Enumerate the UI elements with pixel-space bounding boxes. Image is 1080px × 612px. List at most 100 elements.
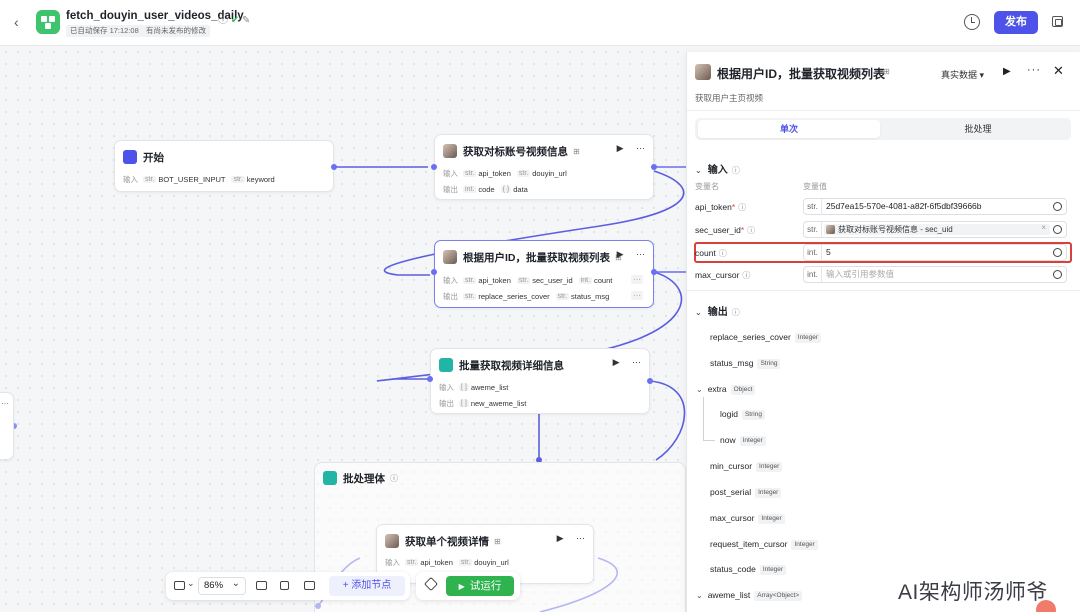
chevron-down-icon: ⌄	[696, 385, 703, 394]
more-outputs-chip[interactable]: ···	[631, 291, 643, 300]
node-get-target-video-info[interactable]: 获取对标账号视频信息 ⊞ ▶ ··· 输入 str.api_token str.…	[434, 134, 654, 200]
run-node-icon[interactable]: ▶	[616, 249, 624, 259]
var-label-sec-user-id: sec_user_id*ⓘ	[695, 225, 756, 235]
input-placeholder: 输入或引用参数值	[826, 269, 895, 279]
more-icon[interactable]: ···	[1027, 64, 1041, 76]
param-api-token: str.api_token	[463, 276, 511, 285]
tab-single[interactable]: 单次	[698, 120, 880, 138]
edit-icon[interactable]: ✎	[241, 15, 251, 26]
test-run-button[interactable]: ▶试运行	[446, 576, 514, 596]
fit-view-icon[interactable]	[304, 581, 315, 590]
node-batch-get-video-list[interactable]: 根据用户ID，批量获取视频列表 ⊞ ▶ ··· 输入 str.api_token…	[434, 240, 654, 308]
tree-connector	[703, 397, 715, 441]
count-input[interactable]: int. 5	[803, 244, 1067, 261]
node-input-port[interactable]	[427, 376, 433, 382]
batch-icon	[323, 471, 337, 485]
node-input-port[interactable]	[431, 164, 437, 170]
input-value: 5	[826, 247, 831, 257]
add-node-button[interactable]: + 添加节点	[329, 576, 405, 596]
more-icon[interactable]: ···	[576, 533, 585, 543]
api-token-input[interactable]: str. 25d7ea15-570e-4081-a82f-6f5dbf39666…	[803, 198, 1067, 215]
more-icon[interactable]: ···	[636, 143, 645, 153]
debug-icon[interactable]	[423, 576, 439, 592]
var-label-api-token: api_token*ⓘ	[695, 202, 747, 212]
node-input-port[interactable]	[431, 269, 437, 275]
back-icon[interactable]: ‹	[14, 14, 19, 30]
publish-button[interactable]: 发布	[994, 11, 1038, 34]
run-node-icon[interactable]: ▶	[1003, 66, 1011, 77]
info-icon[interactable]: ⓘ	[742, 271, 751, 280]
run-node-icon[interactable]: ▶	[612, 357, 620, 367]
node-batch-get-video-details[interactable]: 批量获取视频详细信息 ▶ ··· 输入 [ ]aweme_list 输出 [ ]…	[430, 348, 650, 414]
variable-ref-icon[interactable]	[1053, 225, 1062, 234]
node-output-port[interactable]	[647, 378, 653, 384]
node-get-single-video-detail[interactable]: 获取单个视频详情 ⊞ ▶ ··· 输入 str.api_token str.do…	[376, 524, 594, 584]
copy-icon[interactable]	[1052, 16, 1063, 27]
more-icon[interactable]: ···	[632, 357, 641, 367]
panel-title: 根据用户ID，批量获取视频列表	[717, 67, 886, 81]
info-icon[interactable]: ⓘ	[731, 308, 740, 317]
param-status-msg: str.status_msg	[555, 292, 610, 301]
run-node-icon[interactable]: ▶	[616, 143, 624, 153]
max-cursor-input[interactable]: int. 输入或引用参数值	[803, 266, 1067, 283]
node-output-port[interactable]	[651, 269, 657, 275]
plugin-avatar-icon	[385, 534, 399, 548]
more-icon[interactable]: ···	[1, 399, 9, 408]
param-keyword: str.keyword	[231, 175, 275, 184]
edge-junction-dot	[536, 457, 542, 463]
variable-reference-chip[interactable]: 获取对标账号视频信息 - sec_uid	[824, 224, 1050, 235]
offscreen-node[interactable]: ···	[0, 392, 14, 460]
param-new-aweme-list: [ ]new_aweme_list	[459, 399, 527, 408]
edge-detail-out	[649, 380, 686, 461]
node-inputs: 输入 str.api_token str.douyin_url	[443, 168, 573, 179]
node-outputs: 输出 str.replace_series_cover str.status_m…	[443, 291, 615, 302]
more-icon[interactable]: ···	[636, 249, 645, 259]
info-icon[interactable]: ⓘ	[718, 249, 727, 258]
zoom-select[interactable]: 86%	[198, 576, 246, 595]
node-inputs: 输入 str.api_token str.sec_user_id int.cou…	[443, 275, 618, 286]
comment-icon[interactable]	[256, 581, 267, 590]
sec-user-id-input[interactable]: str. 获取对标账号视频信息 - sec_uid ×	[803, 221, 1067, 238]
variable-ref-icon[interactable]	[1053, 248, 1062, 257]
clear-icon[interactable]: ×	[1041, 223, 1046, 232]
node-output-port[interactable]	[651, 164, 657, 170]
info-icon[interactable]: ⓘ	[218, 15, 228, 26]
workflow-canvas[interactable]: ··· 开始 输入 str.BOT_USER_INPUT str.keyword…	[0, 46, 686, 612]
run-node-icon[interactable]: ▶	[556, 533, 564, 543]
grid-layout-icon[interactable]	[280, 581, 289, 590]
close-icon[interactable]: ✕	[1053, 63, 1064, 78]
minimap-icon[interactable]	[174, 581, 185, 590]
output-label: 输出	[439, 399, 454, 408]
start-icon	[123, 150, 137, 164]
info-icon[interactable]: ⓘ	[390, 473, 398, 483]
chevron-down-icon: ⌄	[696, 591, 703, 600]
tab-batch[interactable]: 批处理	[964, 124, 992, 134]
more-inputs-chip[interactable]: ···	[631, 275, 643, 284]
node-title: 获取对标账号视频信息	[463, 145, 568, 158]
param-code: int.code	[463, 185, 495, 194]
data-mode-select[interactable]: 真实数据 ▾	[941, 70, 985, 80]
node-title: 获取单个视频详情	[405, 535, 489, 548]
variable-ref-icon[interactable]	[1053, 202, 1062, 211]
info-icon[interactable]: ⓘ	[738, 203, 747, 212]
node-output-port[interactable]	[331, 164, 337, 170]
avatar	[1036, 600, 1056, 612]
info-icon[interactable]: ⓘ	[747, 226, 756, 235]
unpublished-status: 有尚未发布的修改	[142, 25, 210, 37]
chevron-down-icon[interactable]: ⌄	[187, 578, 195, 588]
node-actions: ▶ ···	[613, 357, 641, 368]
variable-ref-icon[interactable]	[1053, 270, 1062, 279]
input-label: 输入	[385, 558, 400, 567]
info-icon[interactable]: ⓘ	[731, 166, 740, 175]
required-mark: *	[740, 225, 745, 235]
node-start[interactable]: 开始 输入 str.BOT_USER_INPUT str.keyword	[114, 140, 334, 192]
input-label: 输入	[439, 383, 454, 392]
history-icon[interactable]	[964, 14, 980, 30]
node-title: 批量获取视频详细信息	[459, 359, 564, 372]
